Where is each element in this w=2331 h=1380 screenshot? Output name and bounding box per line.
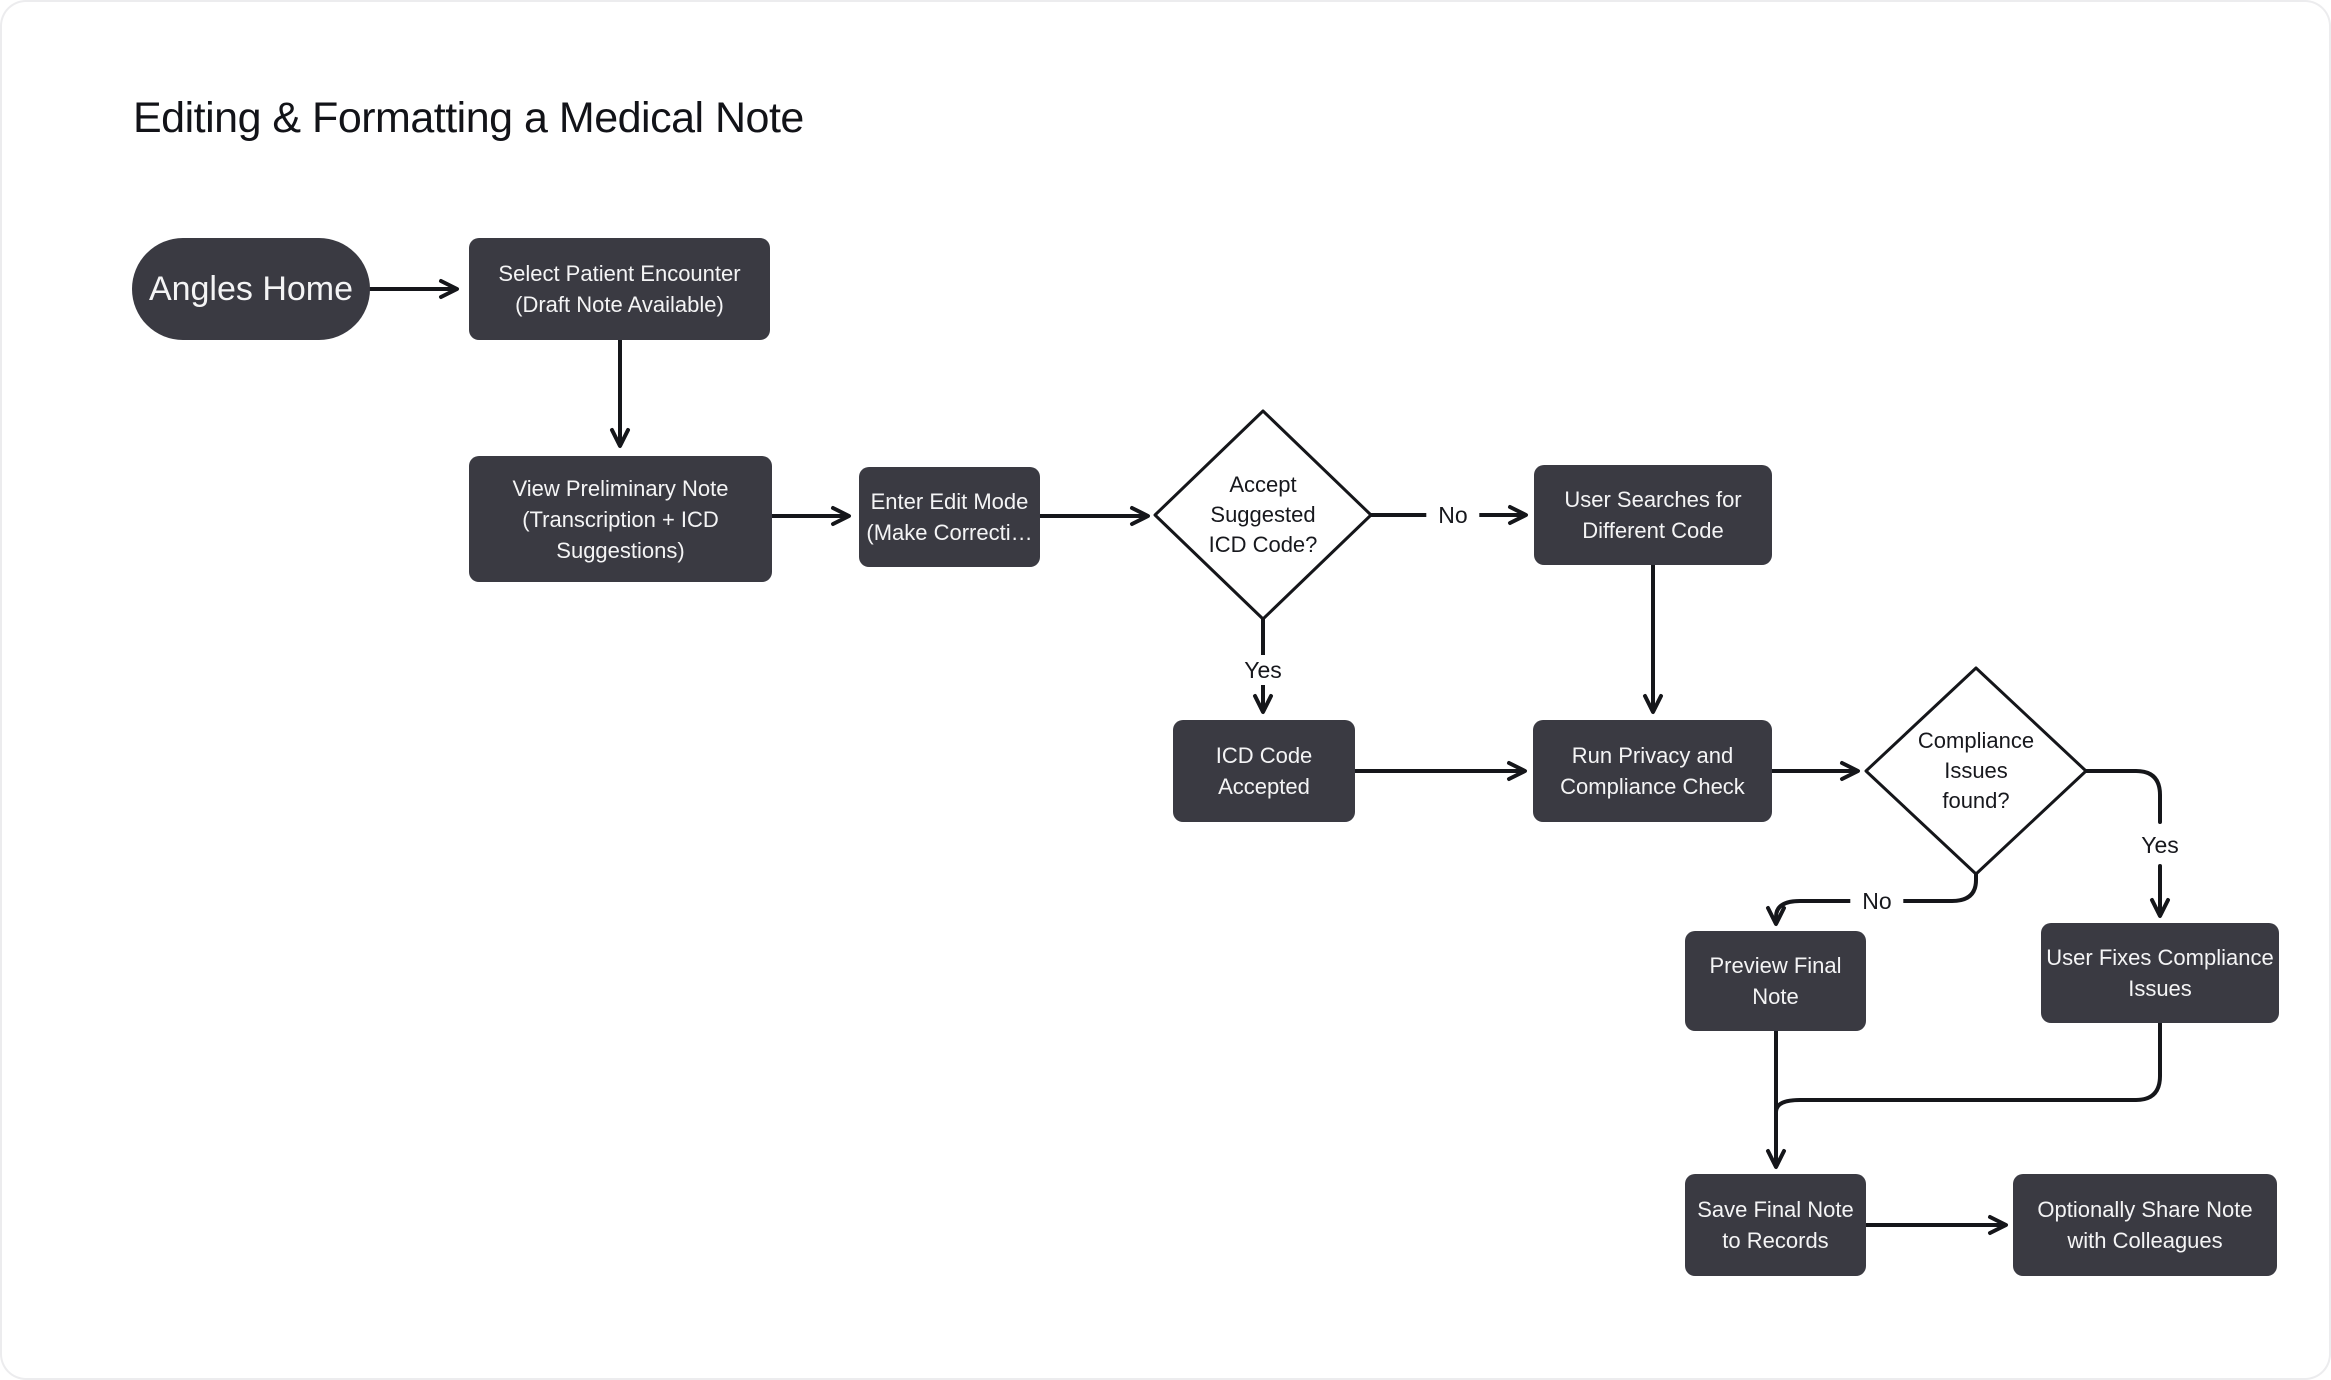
node-label-line: (Draft Note Available) — [515, 292, 724, 317]
node-label-line: Optionally Share Note — [2037, 1197, 2253, 1222]
edge-fix-issues-merge — [1774, 1021, 2162, 1114]
node-user-fixes-compliance-issues[interactable]: User Fixes Compliance Issues — [2041, 923, 2279, 1023]
node-label-line: Accepted — [1218, 774, 1310, 799]
page-title: Editing & Formatting a Medical Note — [133, 94, 804, 142]
node-label-line: Run Privacy and — [1571, 743, 1734, 768]
node-label-line: Save Final Note — [1697, 1197, 1854, 1222]
node-label-line: (Transcription + ICD — [522, 506, 719, 532]
node-label-line: Compliance Check — [1560, 774, 1745, 799]
node-run-privacy-compliance-check[interactable]: Run Privacy and Compliance Check — [1533, 720, 1772, 822]
node-label-line: User Searches for — [1564, 487, 1742, 512]
edge-label-issues-no: No — [1850, 886, 1904, 916]
decision-compliance-issues-shape[interactable] — [1864, 666, 2088, 876]
node-label-line: Issues — [2128, 976, 2192, 1001]
edge-compliance-issues-yes-elbow — [2084, 769, 2162, 824]
node-label-line: (Make Correcti… — [866, 520, 1033, 545]
node-label-line: Different Code — [1582, 518, 1724, 543]
edge-label-issues-yes: Yes — [2129, 830, 2191, 860]
edge-label-accept-yes: Yes — [1232, 655, 1294, 685]
node-label-line: Angles Home — [148, 270, 354, 308]
node-view-preliminary-note[interactable]: View Preliminary Note (Transcription + I… — [469, 456, 772, 582]
node-icd-code-accepted[interactable]: ICD Code Accepted — [1173, 720, 1355, 822]
node-optionally-share-note[interactable]: Optionally Share Note with Colleagues — [2013, 1174, 2277, 1276]
node-label-line: to Records — [1722, 1228, 1829, 1253]
node-label-line: with Colleagues — [2067, 1228, 2223, 1253]
node-preview-final-note[interactable]: Preview Final Note — [1685, 931, 1866, 1031]
edge-label-accept-no: No — [1426, 500, 1480, 530]
node-enter-edit-mode[interactable]: Enter Edit Mode (Make Correcti… — [859, 467, 1040, 567]
node-label-line: Suggestions) — [556, 537, 685, 563]
node-angles-home[interactable]: Angles Home — [132, 238, 370, 340]
node-label-line: User Fixes Compliance — [2046, 945, 2274, 970]
node-user-searches-different-code[interactable]: User Searches for Different Code — [1534, 465, 1772, 565]
node-label-line: Enter Edit Mode — [870, 489, 1029, 514]
decision-accept-icd-shape[interactable] — [1153, 409, 1373, 621]
node-label-line: Note — [1752, 984, 1799, 1009]
node-label-line: Preview Final — [1709, 953, 1842, 978]
node-save-final-note[interactable]: Save Final Note to Records — [1685, 1174, 1866, 1276]
node-select-patient-encounter[interactable]: Select Patient Encounter (Draft Note Ava… — [469, 238, 770, 340]
node-label-line: View Preliminary Note — [512, 475, 729, 501]
node-label-line: Select Patient Encounter — [498, 261, 741, 286]
node-label-line: ICD Code — [1215, 743, 1313, 768]
